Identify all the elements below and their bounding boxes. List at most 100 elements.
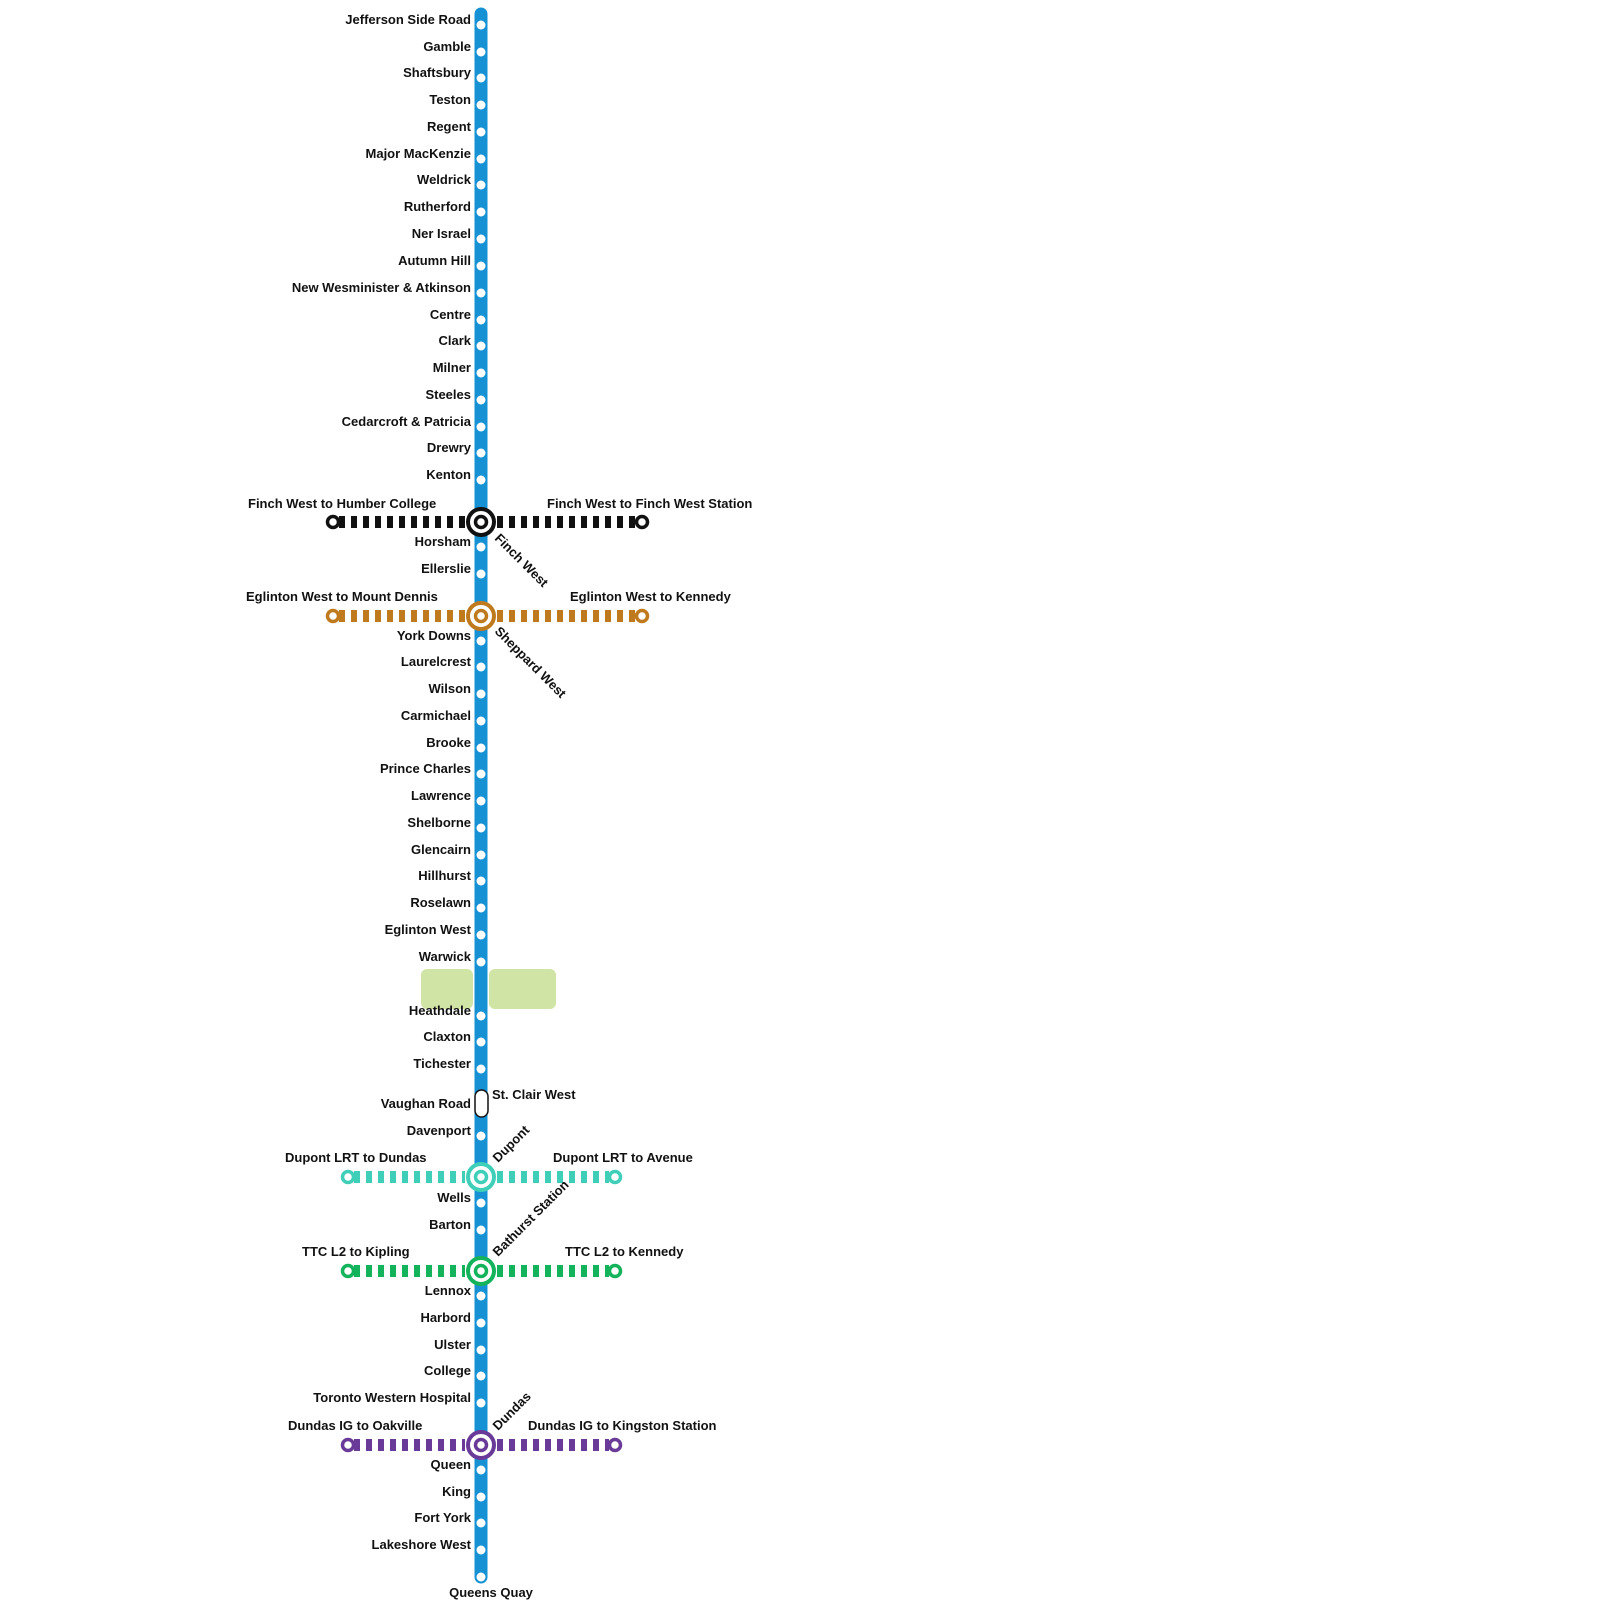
branch-label-left-dundas: Dundas IG to Oakville <box>288 1418 422 1433</box>
st-clair-west-station[interactable] <box>474 1089 489 1118</box>
branch-terminal-left-sheppard-west[interactable] <box>325 608 341 624</box>
station-teston[interactable] <box>476 100 486 110</box>
station-warwick[interactable] <box>476 957 486 967</box>
station-roselawn[interactable] <box>476 903 486 913</box>
station-barton[interactable] <box>476 1225 486 1235</box>
station-label-weldrick: Weldrick <box>417 172 472 187</box>
station-label-rutherford: Rutherford <box>404 199 471 214</box>
interchange-label-bathurst-station: Bathurst Station <box>490 1177 572 1259</box>
branch-label-left-dupont: Dupont LRT to Dundas <box>285 1150 427 1165</box>
station-tichester[interactable] <box>476 1064 486 1074</box>
station-label-glencairn: Glencairn <box>411 842 471 857</box>
station-lawrence[interactable] <box>476 796 486 806</box>
st-clair-west-label: St. Clair West <box>492 1087 576 1102</box>
interchange-label-finch-west: Finch West <box>492 531 552 591</box>
station-label-tichester: Tichester <box>413 1056 471 1071</box>
station-brooke[interactable] <box>476 743 486 753</box>
branch-terminal-left-dupont[interactable] <box>340 1169 356 1185</box>
station-hillhurst[interactable] <box>476 876 486 886</box>
station-king[interactable] <box>476 1492 486 1502</box>
station-prince-charles[interactable] <box>476 769 486 779</box>
station-wilson[interactable] <box>476 689 486 699</box>
interchange-core-sheppard-west <box>473 608 489 624</box>
park-area-right <box>489 969 556 1009</box>
station-label-laurelcrest: Laurelcrest <box>401 654 472 669</box>
station-queen[interactable] <box>476 1465 486 1475</box>
branch-terminal-right-dupont[interactable] <box>607 1169 623 1185</box>
station-heathdale[interactable] <box>476 1011 486 1021</box>
station-horsham[interactable] <box>476 542 486 552</box>
station-label-wells: Wells <box>437 1190 471 1205</box>
station-label-carmichael: Carmichael <box>401 708 471 723</box>
station-label-ulster: Ulster <box>434 1337 471 1352</box>
station-gamble[interactable] <box>476 47 486 57</box>
station-lennox[interactable] <box>476 1291 486 1301</box>
station-markers <box>325 20 650 1555</box>
station-wells[interactable] <box>476 1198 486 1208</box>
station-york-downs[interactable] <box>476 636 486 646</box>
station-centre[interactable] <box>476 315 486 325</box>
station-label-king: King <box>442 1484 471 1499</box>
station-carmichael[interactable] <box>476 716 486 726</box>
station-cedarcroft-patricia[interactable] <box>476 422 486 432</box>
station-ulster[interactable] <box>476 1345 486 1355</box>
branch-label-right-dundas: Dundas IG to Kingston Station <box>528 1418 717 1433</box>
station-label-barton: Barton <box>429 1217 471 1232</box>
interchange-core-finch-west <box>473 514 489 530</box>
branch-terminal-left-dundas[interactable] <box>340 1437 356 1453</box>
station-label-centre: Centre <box>430 307 471 322</box>
station-label-milner: Milner <box>433 360 471 375</box>
station-davenport[interactable] <box>476 1131 486 1141</box>
interchange-label-sheppard-west: Sheppard West <box>492 624 570 702</box>
station-milner[interactable] <box>476 368 486 378</box>
station-shelborne[interactable] <box>476 823 486 833</box>
station-college[interactable] <box>476 1371 486 1381</box>
station-claxton[interactable] <box>476 1037 486 1047</box>
branch-label-right-bathurst-station: TTC L2 to Kennedy <box>565 1244 684 1259</box>
station-harbord[interactable] <box>476 1318 486 1328</box>
station-label-york-downs: York Downs <box>397 628 471 643</box>
station-label-prince-charles: Prince Charles <box>380 761 471 776</box>
station-label-drewry: Drewry <box>427 440 472 455</box>
station-new-wesminister-atkinson[interactable] <box>476 288 486 298</box>
station-label-roselawn: Roselawn <box>410 895 471 910</box>
station-label-vaughan-road: Vaughan Road <box>381 1096 471 1111</box>
branch-label-left-finch-west: Finch West to Humber College <box>248 496 436 511</box>
branch-terminal-left-bathurst-station[interactable] <box>340 1263 356 1279</box>
station-label-toronto-western-hospital: Toronto Western Hospital <box>313 1390 471 1405</box>
branch-terminal-right-finch-west[interactable] <box>634 514 650 530</box>
station-label-autumn-hill: Autumn Hill <box>398 253 471 268</box>
station-jefferson-side-road[interactable] <box>476 20 486 30</box>
station-label-warwick: Warwick <box>419 949 472 964</box>
station-glencairn[interactable] <box>476 850 486 860</box>
branch-terminal-left-finch-west[interactable] <box>325 514 341 530</box>
station-clark[interactable] <box>476 341 486 351</box>
station-autumn-hill[interactable] <box>476 261 486 271</box>
station-kenton[interactable] <box>476 475 486 485</box>
station-shaftsbury[interactable] <box>476 73 486 83</box>
queens-quay-station[interactable] <box>476 1572 486 1582</box>
station-drewry[interactable] <box>476 448 486 458</box>
station-major-mackenzie[interactable] <box>476 154 486 164</box>
station-regent[interactable] <box>476 127 486 137</box>
station-label-new-wesminister-atkinson: New Wesminister & Atkinson <box>292 280 471 295</box>
station-ellerslie[interactable] <box>476 569 486 579</box>
station-label-steeles: Steeles <box>425 387 471 402</box>
station-label-harbord: Harbord <box>420 1310 471 1325</box>
station-steeles[interactable] <box>476 395 486 405</box>
station-eglinton-west[interactable] <box>476 930 486 940</box>
station-label-queen: Queen <box>431 1457 472 1472</box>
station-labels: Jefferson Side RoadGambleShaftsburyTesto… <box>246 12 752 1552</box>
station-weldrick[interactable] <box>476 180 486 190</box>
branch-terminal-right-sheppard-west[interactable] <box>634 608 650 624</box>
station-laurelcrest[interactable] <box>476 662 486 672</box>
station-ner-israel[interactable] <box>476 234 486 244</box>
station-label-davenport: Davenport <box>407 1123 472 1138</box>
station-rutherford[interactable] <box>476 207 486 217</box>
branch-terminal-right-bathurst-station[interactable] <box>607 1263 623 1279</box>
station-fort-york[interactable] <box>476 1518 486 1528</box>
branch-terminal-right-dundas[interactable] <box>607 1437 623 1453</box>
station-toronto-western-hospital[interactable] <box>476 1398 486 1408</box>
station-lakeshore-west[interactable] <box>476 1545 486 1555</box>
branch-label-left-bathurst-station: TTC L2 to Kipling <box>302 1244 410 1259</box>
